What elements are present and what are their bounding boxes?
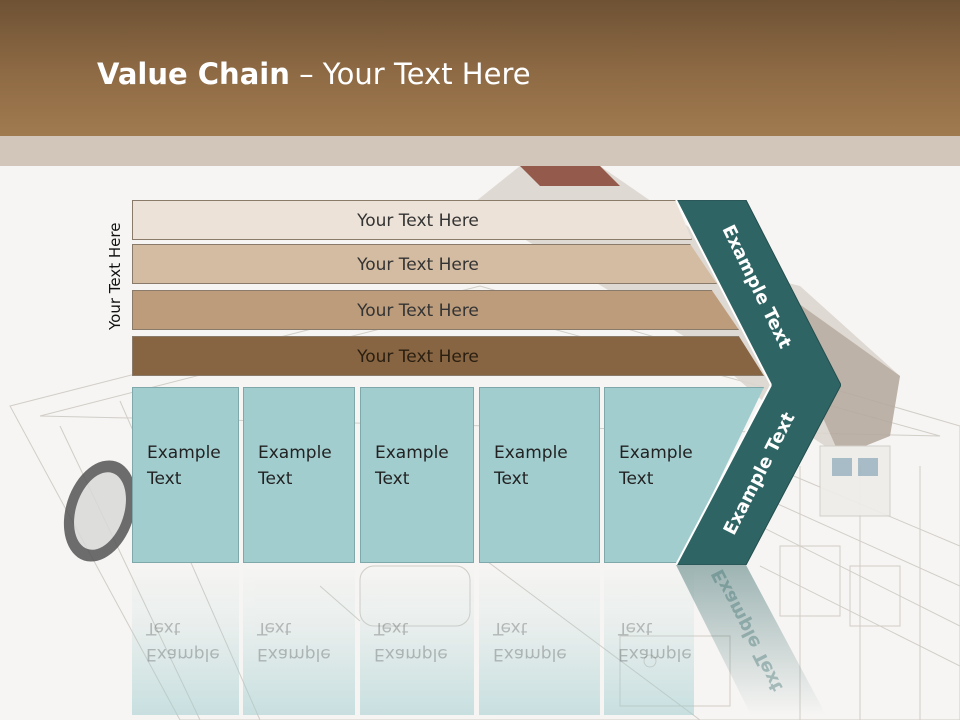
value-row-label: Your Text Here xyxy=(357,301,479,321)
activity-box-line1: Example xyxy=(258,443,332,463)
activity-box-line1: Example xyxy=(147,443,221,463)
reflection-line2: Text xyxy=(146,618,181,638)
reflection-line2: Text xyxy=(374,618,409,638)
reflection-line1: Example xyxy=(146,644,220,664)
activity-box-line1: Example xyxy=(375,443,449,463)
activity-box-line2: Text xyxy=(494,469,529,489)
value-row-label: Your Text Here xyxy=(357,211,479,231)
value-row-label: Your Text Here xyxy=(357,255,479,275)
reflection-line2: Text xyxy=(257,618,292,638)
activity-box-reflection: Example Text xyxy=(243,565,355,715)
activity-box-line1: Example xyxy=(494,443,568,463)
value-row-label: Your Text Here xyxy=(357,347,479,367)
slide-title: Value Chain – Your Text Here xyxy=(97,52,531,96)
activity-box-line1: Example xyxy=(619,443,693,463)
title-band xyxy=(0,136,960,166)
value-chain-chevron xyxy=(676,200,841,565)
slide-title-bold: Value Chain xyxy=(97,57,290,91)
activity-box-line2: Text xyxy=(619,469,654,489)
value-row-2: Your Text Here xyxy=(132,244,717,284)
activity-box-line2: Text xyxy=(258,469,293,489)
value-row-4: Your Text Here xyxy=(132,336,764,376)
reflection-line2: Text xyxy=(493,618,528,638)
reflection-line1: Example xyxy=(493,644,567,664)
activity-box-line2: Text xyxy=(375,469,410,489)
activity-box-reflection: Example Text xyxy=(360,565,474,715)
slide-title-rest: – Your Text Here xyxy=(289,57,531,91)
reflection-line1: Example xyxy=(257,644,331,664)
activity-box-reflection: Example Text xyxy=(479,565,600,715)
title-bar xyxy=(0,0,960,136)
side-label: Your Text Here xyxy=(106,222,124,330)
activity-box-line2: Text xyxy=(147,469,182,489)
activity-box-reflection: Example Text xyxy=(132,565,239,715)
value-row-1: Your Text Here xyxy=(132,200,692,240)
chevron-reflection xyxy=(676,565,826,715)
reflection-line1: Example xyxy=(374,644,448,664)
value-row-3: Your Text Here xyxy=(132,290,739,330)
